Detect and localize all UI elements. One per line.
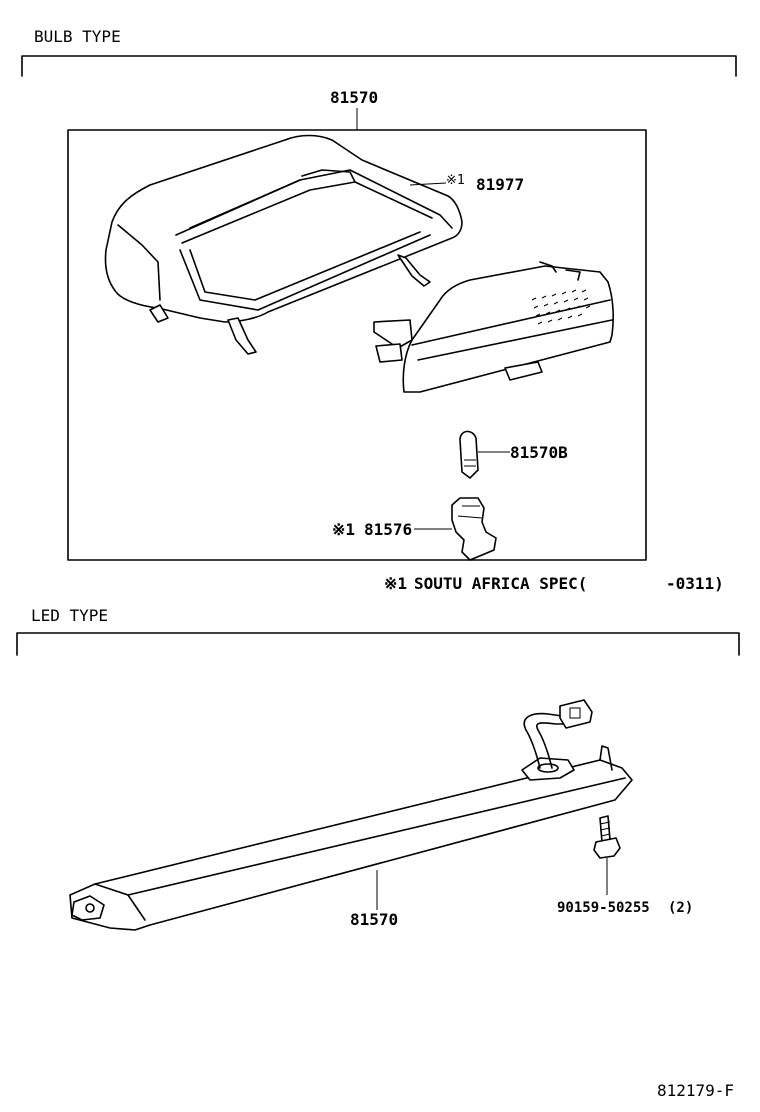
socket-drawing	[451, 497, 497, 561]
bulb-assembly-part-label: 81570	[330, 88, 379, 107]
bulb-part-label: 81570B	[510, 443, 568, 462]
bulb-section-bracket	[21, 55, 737, 77]
note-range: -0311)	[666, 574, 724, 593]
led-type-title: LED TYPE	[31, 606, 109, 625]
screw-part-label: 90159-50255	[557, 900, 650, 916]
led-screw-drawing	[593, 815, 621, 859]
socket-part-mark: ※1	[332, 520, 356, 539]
note-mark: ※1	[384, 574, 408, 593]
led-assembly-part-label: 81570	[350, 910, 399, 929]
housing-drawing	[104, 134, 463, 355]
led-lamp-drawing	[69, 699, 633, 931]
note-text: SOUTU AFRICA SPEC(	[414, 574, 588, 593]
lens-part-mark: ※1	[446, 173, 465, 188]
leader-81977	[409, 182, 447, 186]
lens-part-label: 81977	[476, 175, 525, 194]
socket-part-label: 81576	[364, 520, 413, 539]
bulb-drawing	[459, 430, 479, 479]
bulb-type-title: BULB TYPE	[34, 27, 121, 46]
figure-id: 812179-F	[657, 1081, 735, 1100]
led-section-bracket	[16, 632, 740, 656]
lamp-unit-drawing	[373, 261, 614, 393]
screw-qty-label: (2)	[668, 900, 694, 916]
